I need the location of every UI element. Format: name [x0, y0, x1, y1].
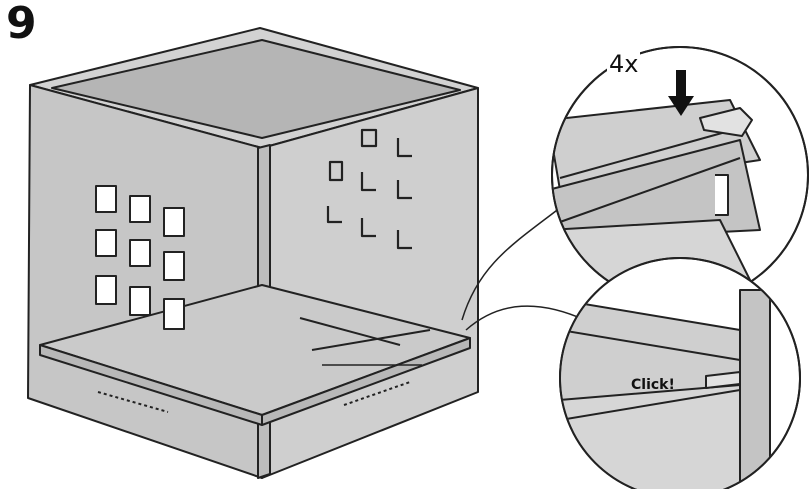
- bottom-panel-side: [261, 337, 471, 426]
- box-left-panel: [27, 84, 263, 479]
- dotted-row: [97, 391, 169, 413]
- floor-guide-line: [299, 317, 401, 346]
- floor-guide-line: [311, 329, 431, 351]
- storage-box: [27, 27, 479, 479]
- quantity-label: 4x: [607, 50, 641, 78]
- click-label: Click!: [631, 377, 675, 393]
- box-top-opening: [51, 39, 461, 139]
- callout-connector: [465, 305, 586, 331]
- right-panel-cutouts: [326, 128, 412, 250]
- left-panel-holes: [95, 185, 185, 330]
- step-number: 9: [6, 0, 37, 49]
- arrow-down-icon: [668, 70, 694, 116]
- detail-circle-bottom: [559, 257, 801, 494]
- callout-connector: [461, 199, 571, 321]
